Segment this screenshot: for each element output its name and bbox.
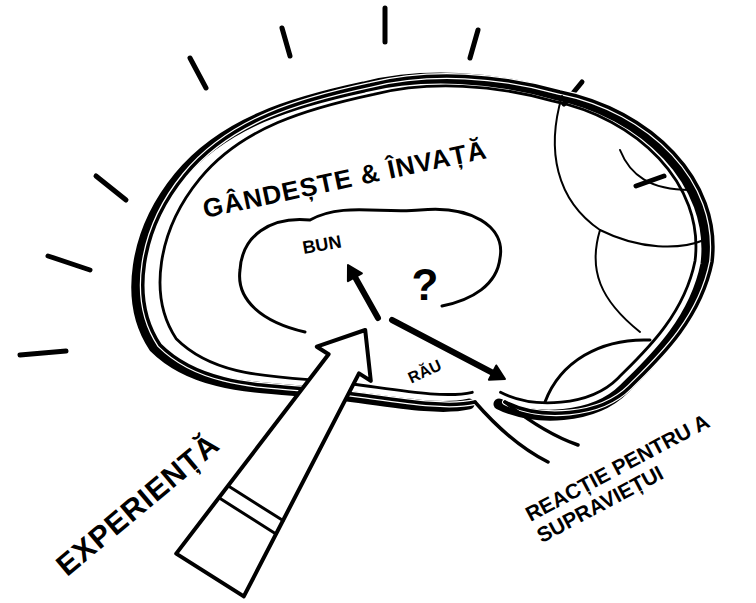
bad-arrow (392, 320, 493, 373)
brainstem (475, 402, 548, 462)
cerebellum-line (545, 340, 650, 402)
limbic-outline (240, 209, 501, 332)
good-arrow (355, 277, 378, 318)
sulcus-line (555, 96, 600, 230)
question-mark: ? (412, 260, 439, 311)
brain-shadow (137, 78, 707, 415)
brain-inner-outline (160, 86, 696, 403)
ray-lines (20, 8, 664, 355)
reaction-label: REACȚIE PENTRU A SUPRAVIEȚUI (522, 402, 739, 548)
good-label: BUN (301, 231, 343, 258)
bad-label: RĂU (405, 356, 444, 387)
brain-outline (143, 76, 713, 413)
